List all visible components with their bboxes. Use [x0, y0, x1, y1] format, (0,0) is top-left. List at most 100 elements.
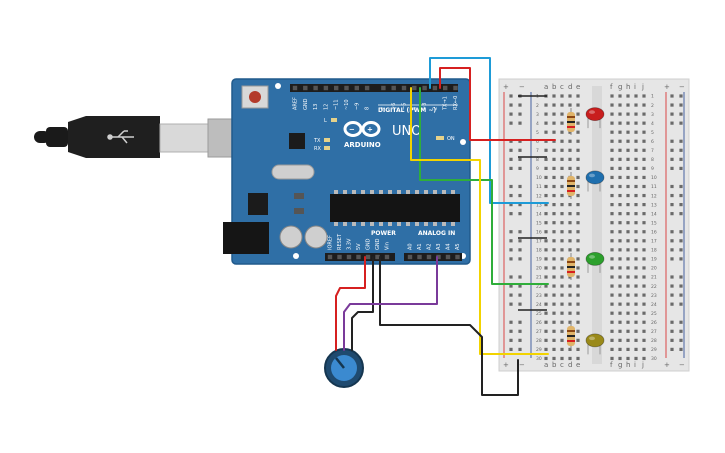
breadboard-hole[interactable]	[642, 311, 646, 315]
rail-hole[interactable]	[670, 284, 674, 288]
breadboard-hole[interactable]	[544, 329, 548, 333]
breadboard-hole[interactable]	[544, 175, 548, 180]
breadboard-hole[interactable]	[560, 166, 564, 170]
digital-pin-hole[interactable]	[422, 85, 427, 91]
breadboard-hole[interactable]	[610, 338, 614, 342]
digital-pin-hole[interactable]	[292, 85, 298, 91]
breadboard-hole[interactable]	[626, 311, 630, 315]
rail-hole[interactable]	[509, 275, 513, 279]
breadboard-hole[interactable]	[544, 203, 548, 207]
rail-hole[interactable]	[679, 275, 683, 279]
breadboard-hole[interactable]	[552, 212, 556, 216]
rail-hole[interactable]	[679, 329, 683, 333]
breadboard-hole[interactable]	[642, 175, 646, 180]
breadboard-hole[interactable]	[634, 139, 638, 143]
rail-hole[interactable]	[670, 248, 674, 252]
breadboard-hole[interactable]	[568, 94, 572, 98]
breadboard-hole[interactable]	[634, 130, 638, 134]
breadboard-hole[interactable]	[618, 203, 622, 207]
breadboard-hole[interactable]	[560, 284, 564, 288]
rail-hole[interactable]	[518, 103, 522, 107]
rail-hole[interactable]	[670, 193, 674, 198]
breadboard-hole[interactable]	[642, 347, 646, 351]
breadboard-hole[interactable]	[626, 112, 630, 116]
breadboard-hole[interactable]	[618, 266, 622, 270]
rail-hole[interactable]	[679, 203, 683, 207]
rail-hole[interactable]	[670, 203, 674, 207]
breadboard-hole[interactable]	[618, 275, 622, 279]
breadboard-hole[interactable]	[642, 121, 646, 125]
rail-hole[interactable]	[509, 166, 513, 170]
breadboard-hole[interactable]	[552, 130, 556, 134]
resistor-4[interactable]	[567, 322, 575, 349]
breadboard-hole[interactable]	[634, 112, 638, 116]
breadboard-hole[interactable]	[634, 193, 638, 198]
breadboard-hole[interactable]	[618, 175, 622, 180]
wire-red[interactable]	[439, 67, 556, 141]
breadboard-hole[interactable]	[560, 103, 564, 107]
breadboard-hole[interactable]	[552, 356, 556, 361]
breadboard-hole[interactable]	[560, 148, 564, 152]
rail-hole[interactable]	[509, 338, 513, 342]
rail-hole[interactable]	[518, 248, 522, 252]
breadboard-hole[interactable]	[552, 221, 556, 225]
breadboard-hole[interactable]	[626, 293, 630, 297]
breadboard-hole[interactable]	[634, 221, 638, 225]
rail-hole[interactable]	[670, 148, 674, 152]
breadboard-hole[interactable]	[634, 148, 638, 152]
breadboard-hole[interactable]	[642, 293, 646, 297]
breadboard-hole[interactable]	[544, 347, 548, 351]
breadboard-hole[interactable]	[626, 239, 630, 243]
breadboard-hole[interactable]	[610, 139, 614, 143]
breadboard-hole[interactable]	[634, 311, 638, 315]
breadboard-hole[interactable]	[544, 103, 548, 107]
power-pin-hole[interactable]	[337, 254, 342, 260]
breadboard-hole[interactable]	[544, 257, 548, 261]
breadboard-hole[interactable]	[560, 329, 564, 333]
breadboard-hole[interactable]	[642, 266, 646, 270]
breadboard-hole[interactable]	[626, 103, 630, 107]
breadboard-hole[interactable]	[552, 293, 556, 297]
rail-hole[interactable]	[509, 148, 513, 152]
breadboard-hole[interactable]	[552, 184, 556, 189]
rail-hole[interactable]	[518, 166, 522, 170]
breadboard-hole[interactable]	[576, 302, 580, 306]
rail-hole[interactable]	[509, 103, 513, 107]
breadboard-hole[interactable]	[568, 320, 572, 324]
breadboard-hole[interactable]	[568, 203, 572, 207]
breadboard-hole[interactable]	[610, 257, 614, 261]
rail-hole[interactable]	[509, 184, 513, 189]
power-pin-hole[interactable]	[384, 254, 390, 260]
breadboard-hole[interactable]	[626, 248, 630, 252]
breadboard-hole[interactable]	[568, 284, 572, 288]
breadboard-hole[interactable]	[642, 329, 646, 333]
breadboard-hole[interactable]	[610, 347, 614, 351]
breadboard-hole[interactable]	[618, 166, 622, 170]
breadboard-hole[interactable]	[634, 166, 638, 170]
breadboard-hole[interactable]	[618, 130, 622, 134]
breadboard-hole[interactable]	[576, 239, 580, 243]
digital-pin-hole[interactable]	[344, 85, 349, 91]
breadboard-hole[interactable]	[610, 356, 614, 361]
rail-hole[interactable]	[518, 275, 522, 279]
resistor-3[interactable]	[567, 253, 575, 280]
breadboard-hole[interactable]	[642, 203, 646, 207]
rail-hole[interactable]	[518, 302, 522, 306]
rail-hole[interactable]	[679, 212, 683, 216]
analog-pin-hole[interactable]	[436, 254, 441, 260]
breadboard-hole[interactable]	[642, 212, 646, 216]
breadboard-hole[interactable]	[544, 230, 548, 234]
led-1[interactable]	[585, 107, 605, 129]
breadboard-hole[interactable]	[560, 230, 564, 234]
breadboard-hole[interactable]	[560, 94, 564, 98]
breadboard-hole[interactable]	[576, 248, 580, 252]
breadboard-hole[interactable]	[642, 338, 646, 342]
breadboard-hole[interactable]	[568, 103, 572, 107]
breadboard-hole[interactable]	[552, 347, 556, 351]
breadboard-hole[interactable]	[568, 347, 572, 351]
breadboard-hole[interactable]	[552, 284, 556, 288]
rail-hole[interactable]	[509, 157, 513, 161]
breadboard-hole[interactable]	[552, 139, 556, 143]
breadboard-hole[interactable]	[568, 293, 572, 297]
breadboard-hole[interactable]	[610, 184, 614, 189]
